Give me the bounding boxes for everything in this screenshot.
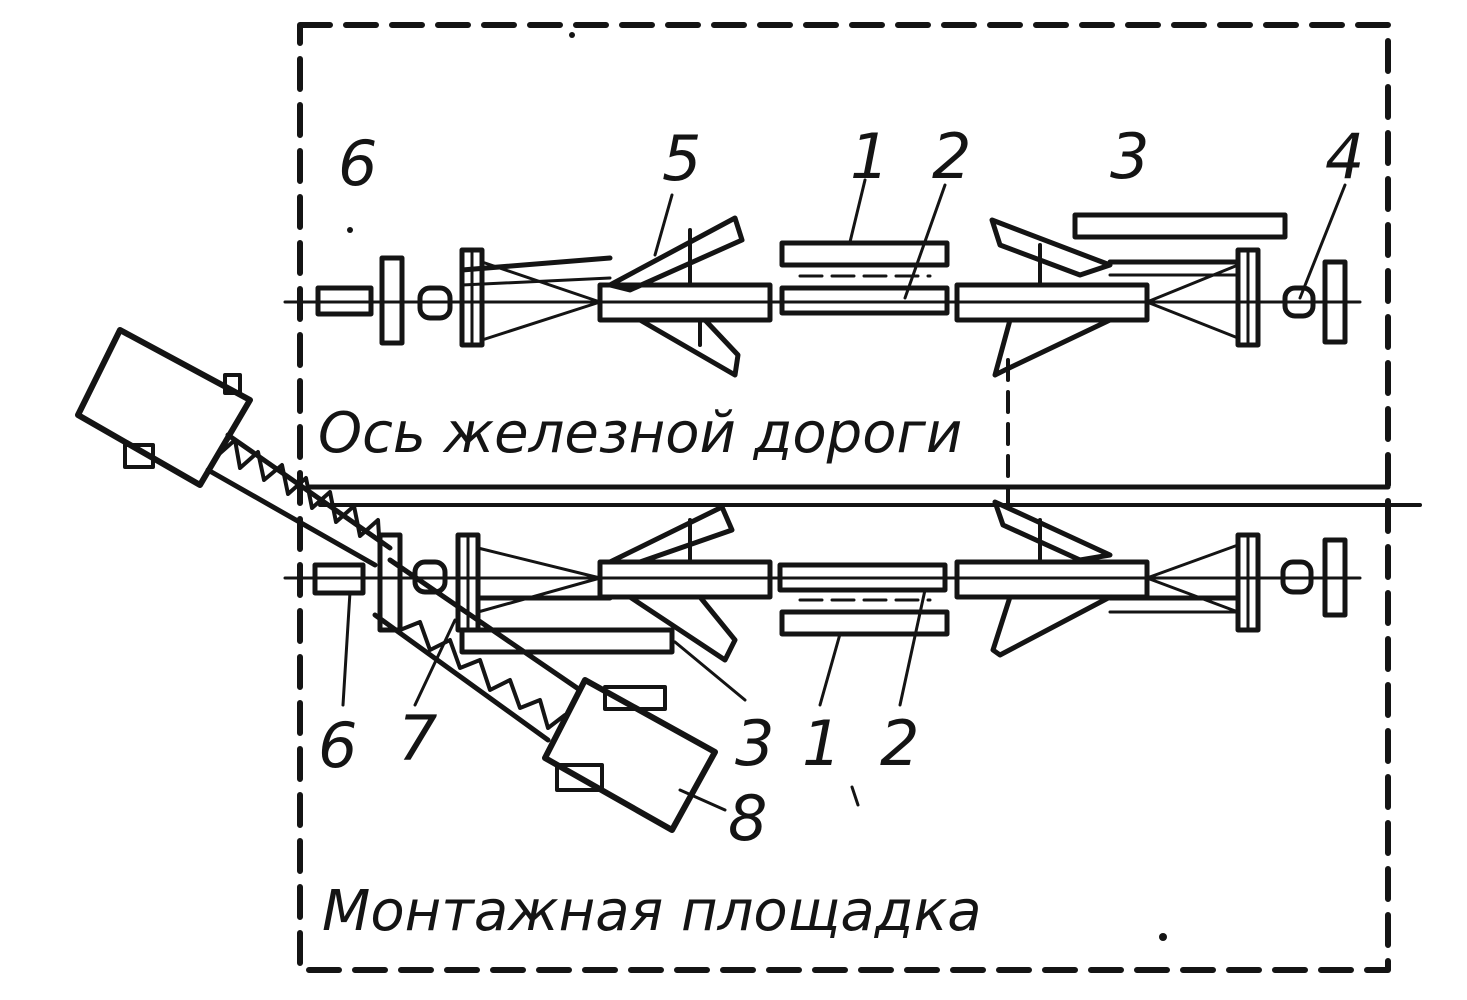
label-bottom-7: 7 xyxy=(398,702,437,775)
label-bottom-8: 8 xyxy=(728,782,767,855)
label-top-1: 1 xyxy=(850,120,889,193)
label-top-4: 4 xyxy=(1325,120,1364,193)
label-top-5: 5 xyxy=(662,122,701,195)
bottom-part-2 xyxy=(777,562,948,593)
site-boundary xyxy=(297,22,1391,973)
top-part-3 xyxy=(1072,212,1288,240)
rail-axis-label: Ось железной дороги xyxy=(318,401,962,466)
lower-crane xyxy=(372,542,718,833)
top-block-6 xyxy=(315,285,374,317)
label-top-6: 6 xyxy=(338,127,377,200)
label-bottom-6: 6 xyxy=(318,709,357,782)
bottom-block-6 xyxy=(312,562,366,596)
label-bottom-3: 3 xyxy=(735,707,774,780)
label-top-2: 2 xyxy=(932,120,971,193)
upper-crane xyxy=(75,327,393,568)
leader-lines xyxy=(341,178,1347,812)
label-bottom-2: 2 xyxy=(880,707,919,780)
bottom-part-1 xyxy=(779,609,950,637)
label-top-3: 3 xyxy=(1110,120,1149,193)
label-bottom-1: 1 xyxy=(802,707,841,780)
top-part-2 xyxy=(779,285,950,316)
bottom-part-3 xyxy=(459,627,675,655)
railway-track xyxy=(307,484,1422,507)
bottom-row-assembly xyxy=(283,499,1362,663)
top-row-assembly xyxy=(283,212,1362,378)
assembly-site-label: Монтажная площадка xyxy=(322,879,982,944)
top-part-1 xyxy=(779,240,950,268)
